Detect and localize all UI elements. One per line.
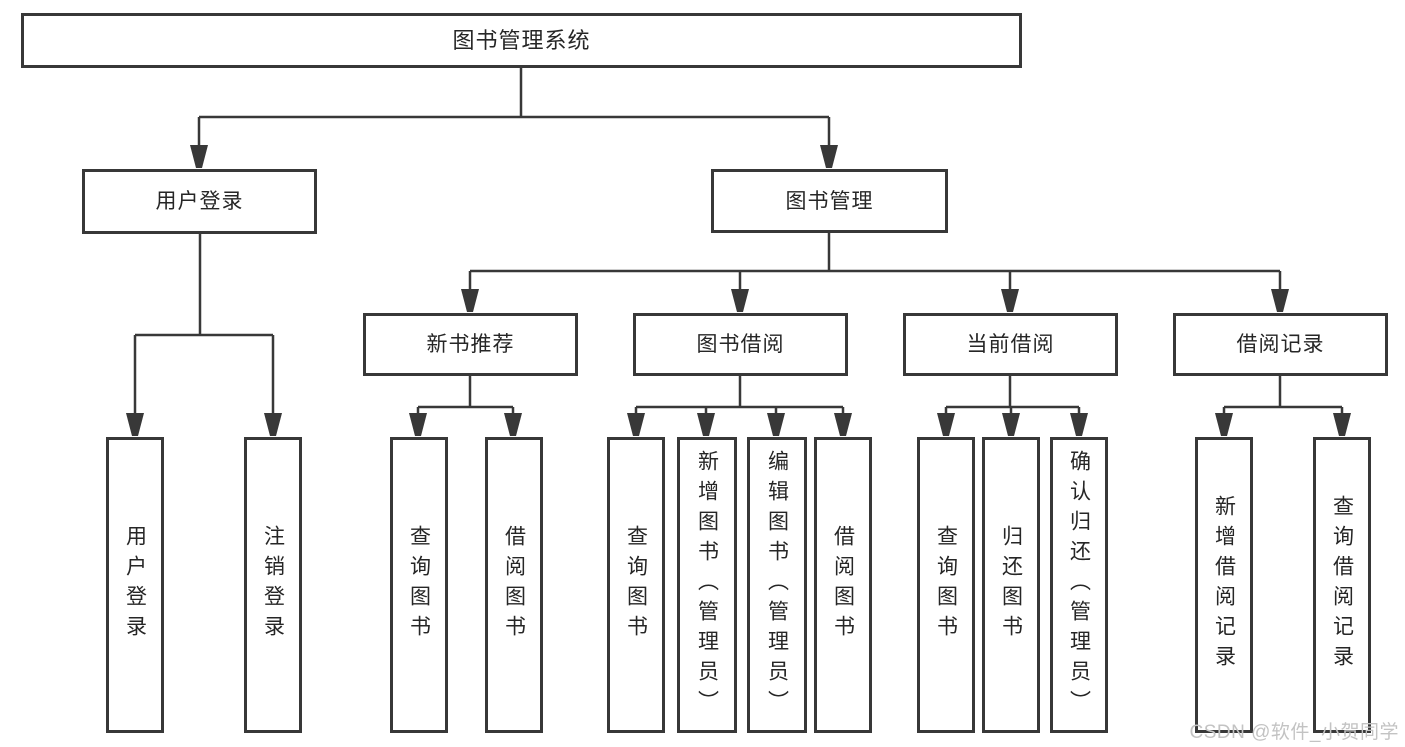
leaf-recommend-query-books: 查询图书	[390, 437, 448, 733]
watermark: CSDN @软件_小贺同学	[1189, 722, 1399, 743]
arrowheads	[126, 145, 1351, 436]
leaf-current-confirm-return-admin: 确认归还（管理员）	[1050, 437, 1108, 733]
leaf-current-query-books: 查询图书	[917, 437, 975, 733]
leaf-logout: 注销登录	[244, 437, 302, 733]
leaf-records-query-record: 查询借阅记录	[1313, 437, 1371, 733]
root-node-library-management-system: 图书管理系统	[21, 13, 1022, 68]
current-borrowing-node: 当前借阅	[903, 313, 1118, 376]
user-login-node: 用户登录	[82, 169, 317, 234]
leaf-borrowing-edit-books-admin: 编辑图书（管理员）	[747, 437, 807, 733]
leaf-current-return-books: 归还图书	[982, 437, 1040, 733]
leaf-user-login: 用户登录	[106, 437, 164, 733]
book-borrowing-node: 图书借阅	[633, 313, 848, 376]
book-management-node: 图书管理	[711, 169, 948, 233]
leaf-records-add-record: 新增借阅记录	[1195, 437, 1253, 733]
new-book-recommend-node: 新书推荐	[363, 313, 578, 376]
leaf-borrowing-borrow-books: 借阅图书	[814, 437, 872, 733]
leaf-borrowing-add-books-admin: 新增图书（管理员）	[677, 437, 737, 733]
leaf-recommend-borrow-books: 借阅图书	[485, 437, 543, 733]
leaf-borrowing-query-books: 查询图书	[607, 437, 665, 733]
borrowing-records-node: 借阅记录	[1173, 313, 1388, 376]
